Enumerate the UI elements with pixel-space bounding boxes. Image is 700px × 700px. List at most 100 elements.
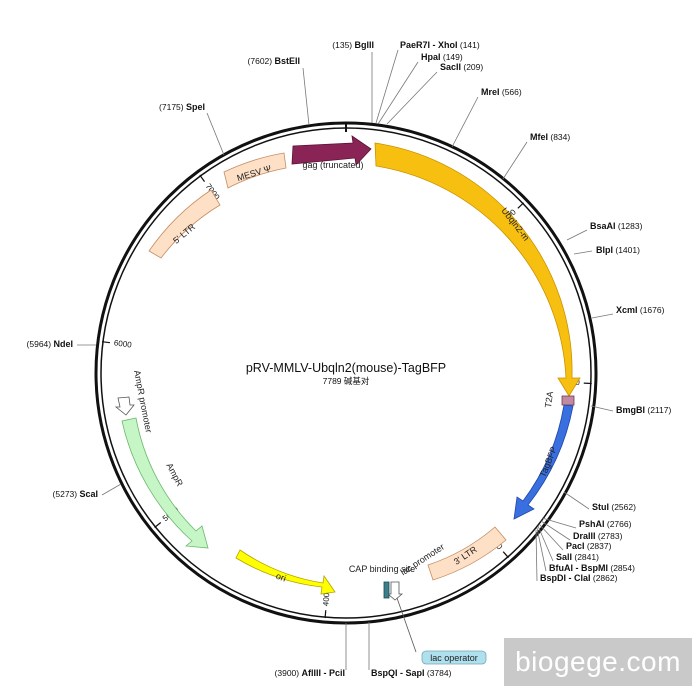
site-leader-spei — [206, 112, 225, 156]
site-position-bspdi-clai: (2862) — [591, 573, 618, 583]
site-leader-bspdi-clai — [535, 529, 538, 582]
site-position-pshai: (2766) — [605, 519, 632, 529]
site-name-bglii: BglII — [355, 40, 375, 50]
site-label-afliii-pcii[interactable]: (3900) AflIII - PciI — [275, 668, 345, 678]
tagbfp-feature-arrow[interactable] — [513, 404, 574, 520]
site-name-paer7i-xhoi: PaeR7I - XhoI — [400, 40, 458, 50]
site-position-draiii: (2783) — [596, 531, 623, 541]
site-leader-sali — [537, 525, 554, 562]
site-leader-paer7i-xhoi — [375, 49, 399, 124]
t2a-feature-box[interactable] — [561, 395, 575, 406]
site-leader-bmgbi — [590, 405, 614, 412]
site-leader-blpi — [573, 250, 593, 255]
site-label-mfei[interactable]: MfeI (834) — [530, 132, 570, 142]
lac-operator-leader — [396, 597, 417, 653]
site-name-sacii: SacII — [440, 62, 461, 72]
site-label-paci[interactable]: PacI (2837) — [566, 541, 612, 551]
tick-mark-5000 — [154, 522, 162, 528]
site-position-scai: (5273) — [53, 489, 80, 499]
site-position-bsaai: (1283) — [616, 221, 643, 231]
site-position-xcmi: (1676) — [638, 305, 665, 315]
site-label-xcmi[interactable]: XcmI (1676) — [616, 305, 665, 315]
mesv-feature-box[interactable] — [223, 152, 287, 189]
site-label-bspqi-sapi[interactable]: BspQI - SapI (3784) — [371, 668, 452, 678]
site-name-spei: SpeI — [186, 102, 205, 112]
site-label-mrei[interactable]: MreI (566) — [481, 87, 522, 97]
site-leader-mfei — [502, 141, 528, 180]
ltr3-feature-box[interactable] — [427, 526, 507, 581]
ltr5-feature-box[interactable] — [148, 189, 221, 259]
site-name-sali: SalI — [556, 552, 572, 562]
tick-label-6000: 6000 — [113, 338, 132, 349]
site-name-paci: PacI — [566, 541, 585, 551]
site-label-bsteii[interactable]: (7602) BstEII — [248, 56, 300, 66]
site-label-sacii[interactable]: SacII (209) — [440, 62, 483, 72]
site-position-bspqi-sapi: (3784) — [425, 668, 452, 678]
lac-promoter-feature-arrow[interactable] — [386, 581, 404, 601]
site-position-bfuai-bspmi: (2854) — [608, 563, 635, 573]
site-label-bspdi-clai[interactable]: BspDI - ClaI (2862) — [540, 573, 618, 583]
site-label-bfuai-bspmi[interactable]: BfuAI - BspMI (2854) — [549, 563, 635, 573]
site-position-mrei: (566) — [500, 87, 522, 97]
tick-mark-6000 — [101, 341, 111, 344]
site-leader-pshai — [541, 517, 577, 529]
site-label-pshai[interactable]: PshAI (2766) — [579, 519, 632, 529]
site-label-bsaai[interactable]: BsaAI (1283) — [590, 221, 643, 231]
tagbfp-feature-label: TagBFP — [538, 445, 559, 478]
site-label-bmgbi[interactable]: BmgBI (2117) — [616, 405, 671, 415]
site-leader-hpai — [377, 61, 419, 125]
ampr-feature-label: AmpR — [164, 461, 185, 488]
watermark: biogege.com — [504, 638, 692, 686]
ori-feature-label: ori — [275, 571, 288, 584]
site-position-spei: (7175) — [159, 102, 186, 112]
site-leader-bsteii — [302, 67, 310, 126]
plasmid-length: 7789 碱基对 — [323, 376, 370, 386]
gag-feature-label: gag (truncated) — [302, 160, 363, 170]
site-name-afliii-pcii: AflIII - PciI — [301, 668, 345, 678]
site-label-paer7i-xhoi[interactable]: PaeR7I - XhoI (141) — [400, 40, 480, 50]
site-position-mfei: (834) — [548, 132, 570, 142]
site-leader-paci — [538, 523, 564, 551]
site-label-sali[interactable]: SalI (2841) — [556, 552, 599, 562]
site-position-afliii-pcii: (3900) — [275, 668, 302, 678]
site-name-bsaai: BsaAI — [590, 221, 616, 231]
gag-feature-arrow[interactable] — [291, 135, 372, 166]
site-position-stui: (2562) — [609, 502, 636, 512]
ori-feature-arrow[interactable] — [235, 549, 336, 595]
ubqln2-feature-arrow[interactable] — [374, 142, 581, 397]
site-name-bmgbi: BmgBI — [616, 405, 645, 415]
site-position-paer7i-xhoi: (141) — [458, 40, 480, 50]
site-leader-bfuai-bspmi — [536, 527, 547, 572]
site-label-hpai[interactable]: HpaI (149) — [421, 52, 463, 62]
site-label-bglii[interactable]: (135) BglII — [332, 40, 374, 50]
site-name-blpi: BlpI — [596, 245, 613, 255]
site-name-pshai: PshAI — [579, 519, 605, 529]
site-leader-sacii — [386, 71, 438, 125]
ampr-promoter-feature-arrow[interactable] — [114, 396, 135, 416]
site-name-bspqi-sapi: BspQI - SapI — [371, 668, 425, 678]
site-label-blpi[interactable]: BlpI (1401) — [596, 245, 640, 255]
tick-mark-4000 — [324, 610, 327, 619]
cap-binding-site-label: CAP binding site — [349, 564, 415, 574]
site-label-scai[interactable]: (5273) ScaI — [53, 489, 98, 499]
tick-mark-3000 — [502, 551, 509, 559]
site-name-mrei: MreI — [481, 87, 500, 97]
ampr-feature-arrow[interactable] — [121, 417, 209, 549]
tick-mark-7000 — [199, 174, 206, 182]
site-position-paci: (2837) — [585, 541, 612, 551]
cap-binding-site-box[interactable] — [383, 581, 390, 599]
site-leader-draiii — [540, 520, 571, 541]
site-label-spei[interactable]: (7175) SpeI — [159, 102, 205, 112]
site-label-ndei[interactable]: (5964) NdeI — [27, 339, 73, 349]
site-name-scai: ScaI — [79, 489, 98, 499]
site-label-draiii[interactable]: DraIII (2783) — [573, 531, 623, 541]
site-name-draiii: DraIII — [573, 531, 596, 541]
site-leader-stui — [563, 491, 590, 510]
site-name-bsteii: BstEII — [274, 56, 300, 66]
site-position-bsteii: (7602) — [248, 56, 275, 66]
tick-label-4000: 4000 — [321, 587, 332, 606]
site-leader-bsaai — [566, 229, 588, 241]
site-label-stui[interactable]: StuI (2562) — [592, 502, 636, 512]
plasmid-title: pRV-MMLV-Ubqln2(mouse)-TagBFP — [246, 361, 446, 375]
tick-mark-1000 — [517, 202, 525, 209]
